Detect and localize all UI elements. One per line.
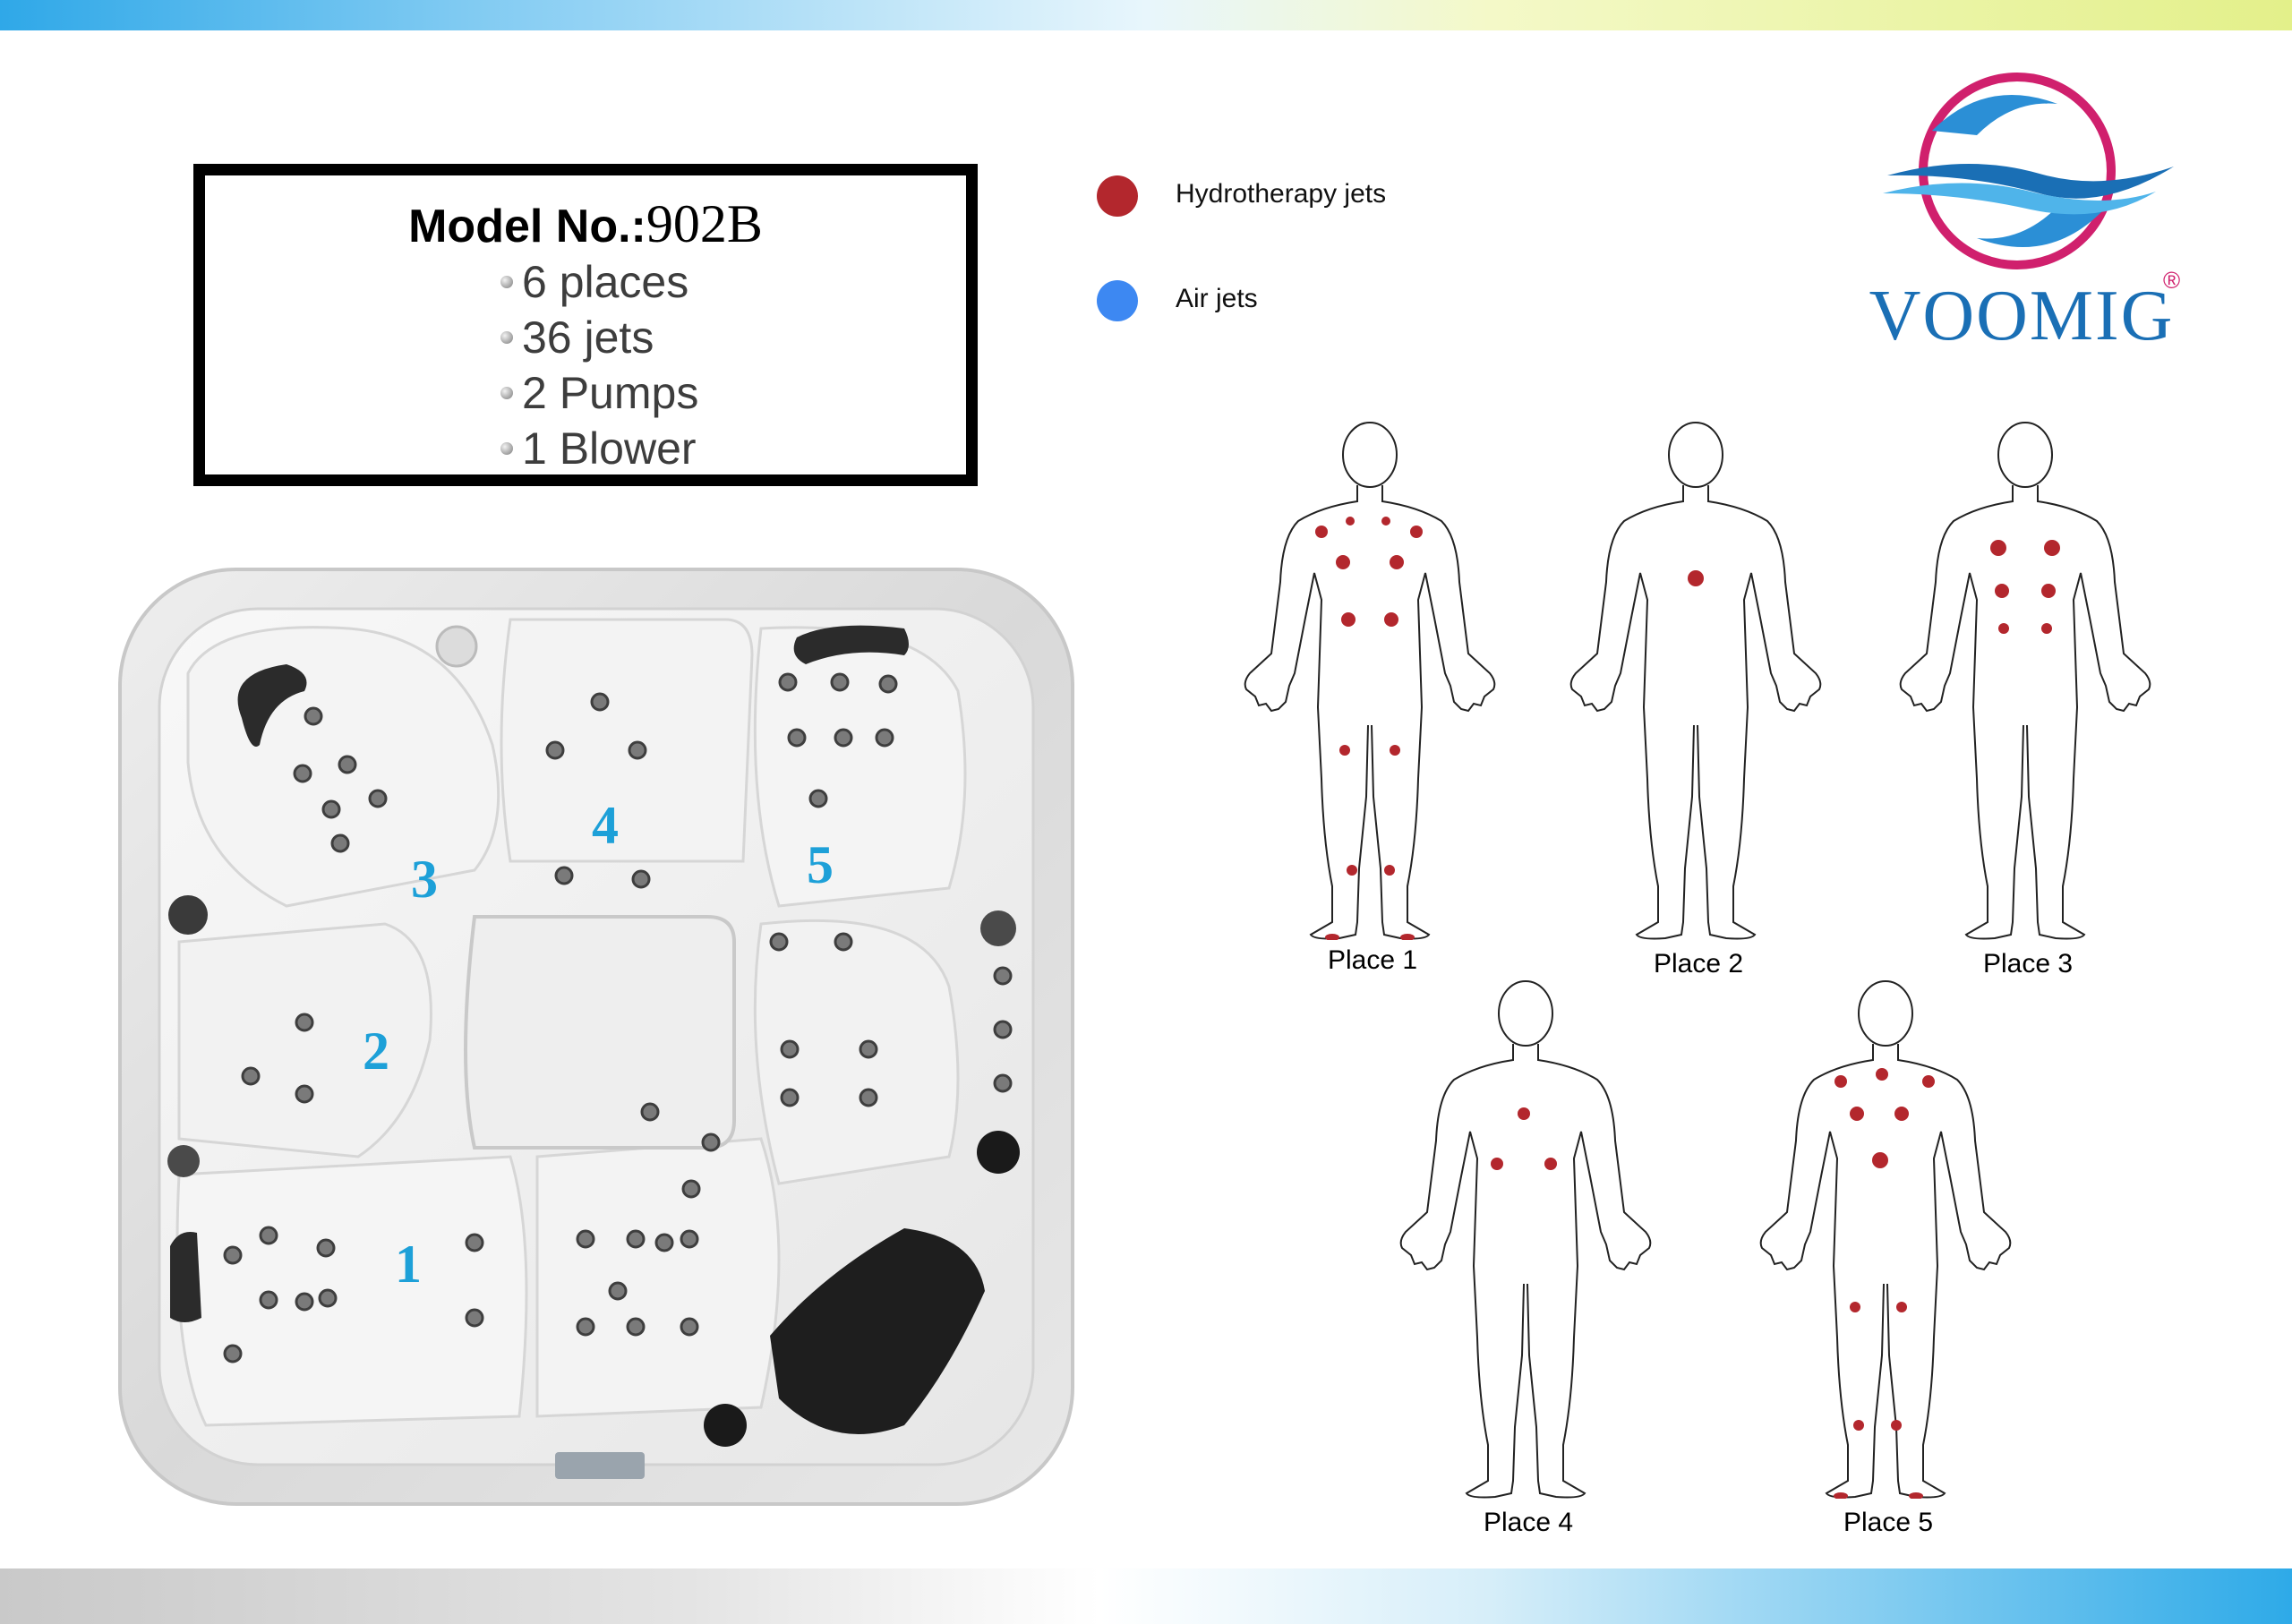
jet-icon (590, 692, 610, 712)
jet-icon (295, 1084, 314, 1104)
jet-icon (808, 789, 828, 808)
jet-icon (859, 1088, 878, 1107)
jet-icon (608, 1281, 628, 1301)
spec-item: 36 jets (500, 310, 698, 365)
jet-icon (640, 1102, 660, 1122)
jet-icon (878, 674, 898, 694)
bullet-icon (500, 442, 513, 455)
place-label: Place 4 (1483, 1508, 1574, 1537)
jet-icon (338, 755, 357, 774)
seat-number: 4 (592, 796, 619, 855)
air-dot-icon (1097, 280, 1138, 321)
jet-icon (241, 1066, 261, 1086)
place-4-figure: Place 4 (1388, 979, 1669, 1543)
voomig-logo: VOOMIG ® (1834, 68, 2210, 363)
seat-number: 2 (363, 1021, 389, 1081)
jet-icon (259, 1226, 278, 1245)
bottom-gradient-band (0, 1568, 2292, 1624)
place-label: Place 1 (1327, 945, 1418, 975)
bullet-icon (500, 276, 513, 288)
jet-icon (223, 1245, 243, 1265)
spec-item: 6 places (500, 254, 698, 310)
hot-tub-top-view: 1 2 3 4 5 (116, 566, 1076, 1508)
jet-icon (576, 1229, 595, 1249)
jet-icon (295, 1013, 314, 1032)
seat-number: 3 (411, 850, 438, 909)
body-outline-icon (1244, 422, 1496, 940)
jet-icon (769, 932, 789, 952)
jet-icon (780, 1039, 800, 1059)
jet-icon (654, 1233, 674, 1252)
bullet-icon (500, 387, 513, 399)
jet-icon (680, 1229, 699, 1249)
spec-item: 2 Pumps (500, 365, 698, 421)
model-line: Model No.:902B (205, 193, 966, 255)
body-outline-icon (1899, 422, 2151, 940)
spec-item: 1 Blower (500, 421, 698, 476)
seat-number: 1 (395, 1235, 422, 1294)
registered-mark: ® (2163, 267, 2181, 294)
bullet-icon (500, 331, 513, 344)
brand-name: VOOMIG (1869, 277, 2175, 355)
jet-icon (316, 1238, 336, 1258)
jet-icon (680, 1317, 699, 1337)
hydrotherapy-dot-icon (1097, 175, 1138, 217)
jet-icon (834, 728, 853, 748)
jet-icon (259, 1290, 278, 1310)
jet-icon (780, 1088, 800, 1107)
model-number: 902B (646, 194, 763, 253)
jet-icon (465, 1308, 484, 1328)
place-3-figure: Place 3 (1887, 421, 2168, 985)
jet-icon (545, 740, 565, 760)
jet-icon (830, 672, 850, 692)
place-5-figure: Place 5 (1748, 979, 2029, 1543)
jet-icon (626, 1317, 646, 1337)
jet-icon (304, 706, 323, 726)
body-outline-icon (1399, 980, 1652, 1499)
jet-icon (295, 1292, 314, 1312)
jet-icon (330, 833, 350, 853)
place-label: Place 5 (1843, 1508, 1934, 1537)
jet-icon (875, 728, 894, 748)
top-gradient-band (0, 0, 2292, 30)
body-outline-icon (1759, 980, 2012, 1499)
legend-label: Hydrotherapy jets (1176, 179, 1387, 209)
jet-icon (368, 789, 388, 808)
place-label: Place 2 (1653, 949, 1744, 979)
jet-icon (293, 764, 312, 783)
jet-icon (626, 1229, 646, 1249)
jet-icon (318, 1288, 338, 1308)
jet-icon (321, 799, 341, 819)
hot-tub-image: 1 2 3 4 5 (118, 568, 1074, 1506)
logo-emblem-icon (1883, 73, 2174, 269)
jet-icon (576, 1317, 595, 1337)
jet-icon (787, 728, 807, 748)
jet-icon (681, 1179, 701, 1199)
jet-icon (993, 1073, 1013, 1093)
jet-icon (631, 869, 651, 889)
place-1-figure: Place 1 (1232, 421, 1513, 985)
legend-label: Air jets (1176, 284, 1258, 313)
seat-number: 5 (807, 835, 834, 894)
jet-icon (993, 1020, 1013, 1039)
model-spec-box: Model No.:902B 6 places 36 jets 2 Pumps … (193, 164, 978, 486)
place-label: Place 3 (1982, 949, 2074, 979)
jet-icon (465, 1233, 484, 1252)
jet-icon (834, 932, 853, 952)
spec-list: 6 places 36 jets 2 Pumps 1 Blower (500, 254, 698, 476)
place-2-figure: Place 2 (1558, 421, 1839, 985)
model-label: Model No.: (408, 201, 646, 252)
jet-icon (701, 1133, 721, 1152)
jet-icon (778, 672, 798, 692)
jet-icon (993, 966, 1013, 986)
jet-icon (628, 740, 647, 760)
jet-icon (859, 1039, 878, 1059)
body-outline-icon (1569, 422, 1822, 940)
jet-icon (554, 866, 574, 885)
jet-icon (223, 1344, 243, 1363)
